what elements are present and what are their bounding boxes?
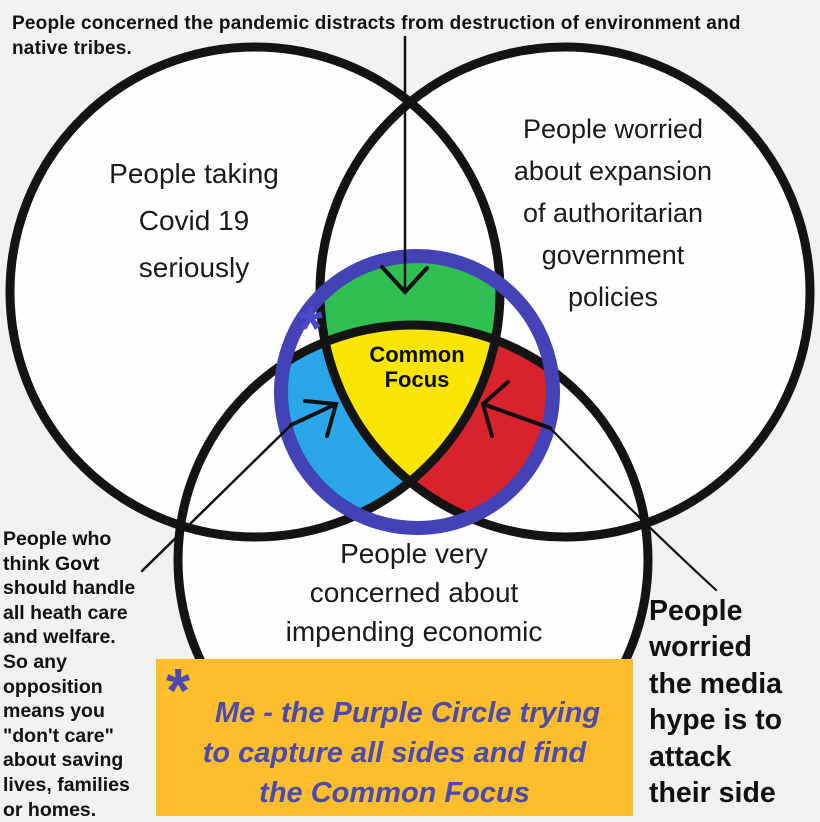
br-note-line6: their side: [649, 777, 776, 810]
bl-note-line6: So any: [3, 650, 67, 673]
purple-badge: [274, 249, 560, 535]
right-circle-line4: government: [541, 240, 685, 270]
bl-note-line4: all heath care: [3, 601, 128, 624]
common-focus-line1: Common: [369, 342, 465, 367]
top-note-line2: native tribes.: [12, 38, 133, 59]
ne-arrowhead-icon: [303, 399, 339, 438]
right-circle-label: People worried about expansion of author…: [473, 108, 753, 318]
left-circle-line1: People taking: [109, 158, 279, 189]
caption-asterisk: *: [166, 657, 191, 726]
bl-note-line7: opposition: [3, 675, 103, 698]
caption-line3: the Common Focus: [259, 777, 530, 809]
bottom-circle-line2: concerned about: [309, 577, 519, 608]
red-arrow-shaft: [481, 402, 552, 430]
bottom-circle-line1: People very: [340, 538, 488, 569]
badge-asterisk: *: [298, 292, 323, 364]
left-pointer-line: [140, 423, 293, 573]
br-note-line5: attack: [649, 740, 732, 773]
bl-note-line3: should handle: [3, 577, 136, 600]
bl-note-line1: People who: [3, 528, 112, 550]
br-note-line2: worried: [649, 631, 752, 664]
blue-arrow-shaft: [289, 402, 338, 427]
bottom-right-note: People worried the media hype is to atta…: [649, 593, 819, 811]
top-note-line1: People concerned the pandemic distracts …: [12, 13, 741, 34]
br-note-line4: hype is to: [649, 704, 783, 737]
bl-note-line9: "don't care": [3, 724, 114, 747]
br-note-line3: the media: [649, 667, 783, 700]
caption-line2: to capture all sides and find: [202, 737, 587, 769]
left-circle-label: People taking Covid 19 seriously: [54, 150, 334, 291]
red-right-segment: [320, 325, 547, 522]
caption-text: Me - the Purple Circle trying to capture…: [156, 693, 633, 813]
common-focus-label: Common Focus: [342, 342, 492, 392]
caption-line1: Me - the Purple Circle trying: [214, 697, 601, 729]
top-note: People concerned the pandemic distracts …: [12, 11, 812, 61]
caption-box: * Me - the Purple Circle trying to captu…: [156, 659, 633, 816]
bottom-circle-label: People very concerned about impending ec…: [248, 534, 580, 651]
right-circle-line2: about expansion: [513, 156, 713, 186]
left-circle-line3: seriously: [138, 252, 250, 283]
right-circle-line5: policies: [567, 282, 659, 312]
left-circle-line2: Covid 19: [138, 205, 250, 236]
bl-note-line12: or homes.: [3, 798, 97, 821]
pointer-arrows: [140, 35, 718, 592]
left-arrowhead-icon: [480, 380, 510, 438]
right-circle-line1: People worried: [522, 114, 704, 144]
bl-note-line5: and welfare.: [3, 626, 116, 649]
bottom-left-note: People who think Govt should handle all …: [3, 527, 157, 822]
right-pointer-line: [548, 426, 718, 592]
purple-ring: [274, 249, 560, 535]
bl-note-line10: about saving: [3, 749, 124, 772]
bottom-circle-line3: impending economic: [285, 616, 543, 647]
bl-note-line2: think Govt: [3, 552, 100, 575]
bl-note-line11: lives, families: [3, 773, 130, 796]
br-note-line1: People: [649, 595, 743, 627]
right-circle-line3: of authoritarian: [522, 198, 704, 228]
common-focus-line2: Focus: [384, 367, 450, 392]
bl-note-line8: means you: [3, 700, 105, 723]
down-arrowhead-icon: [380, 265, 429, 295]
